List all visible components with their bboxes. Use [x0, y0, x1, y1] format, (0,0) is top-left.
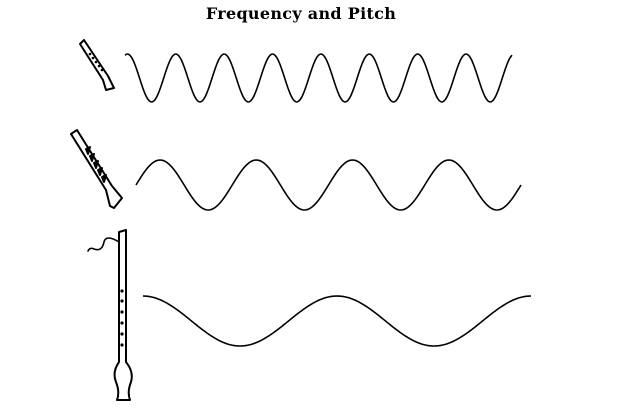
medium-frequency-wave — [135, 159, 522, 211]
medium-recorder-icon — [70, 129, 123, 209]
small-recorder-icon — [79, 39, 115, 91]
diagram-title: Frequency and Pitch — [205, 4, 397, 23]
high-frequency-wave — [124, 53, 513, 103]
low-frequency-wave — [142, 295, 532, 347]
bass-recorder-icon — [87, 229, 133, 401]
